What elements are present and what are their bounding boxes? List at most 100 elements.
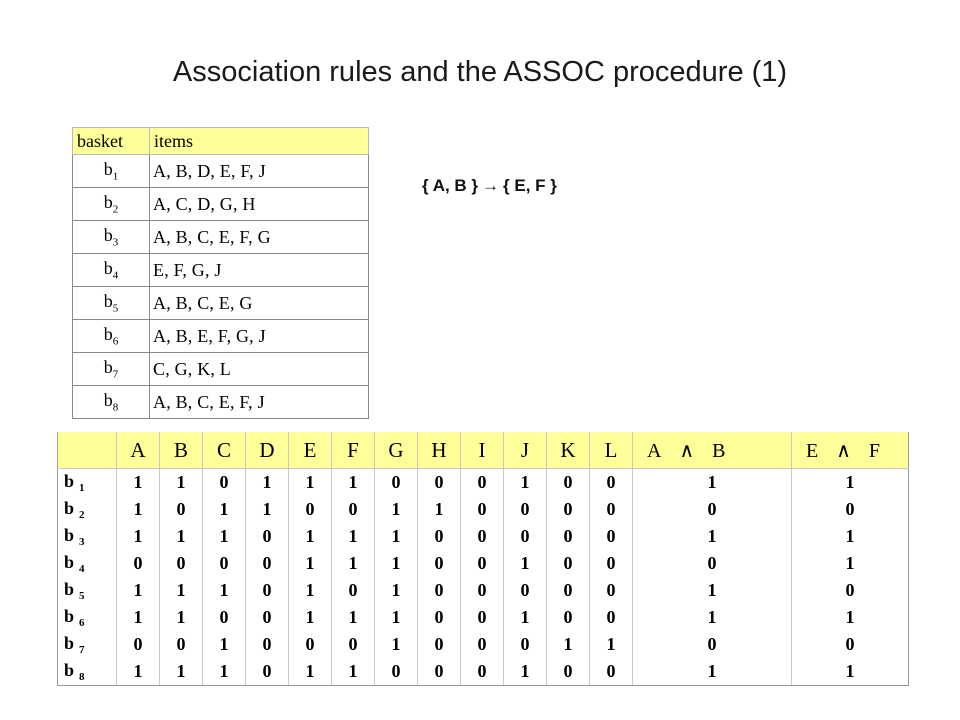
matrix-cell: 0 xyxy=(503,631,547,658)
matrix-cell: 0 xyxy=(460,550,504,577)
basket-index: 3 xyxy=(112,236,119,249)
a-and-b-cell: 1 xyxy=(632,604,792,631)
basket-items: E, F, G, J xyxy=(149,253,369,287)
basket-items: A, B, C, E, G xyxy=(149,286,369,320)
basket-name: b5 xyxy=(72,286,150,320)
matrix-cell: 0 xyxy=(245,523,289,550)
matrix-cell: 1 xyxy=(503,550,547,577)
pair-left: E xyxy=(806,439,819,462)
matrix-cell: 1 xyxy=(374,523,418,550)
a-and-b-cell: 1 xyxy=(632,658,792,686)
matrix-cell: 1 xyxy=(116,604,160,631)
matrix-cell: 1 xyxy=(331,550,375,577)
item-header: E xyxy=(288,432,332,469)
row-index: 2 xyxy=(79,509,85,522)
matrix-cell: 0 xyxy=(159,550,203,577)
basket-items: A, B, C, E, F, G xyxy=(149,220,369,254)
item-header: J xyxy=(503,432,547,469)
matrix-cell: 0 xyxy=(417,550,461,577)
matrix-cell: 0 xyxy=(245,577,289,604)
matrix-cell: 1 xyxy=(503,468,547,496)
rule-consequent: { E, F } xyxy=(503,176,557,195)
basket-letter: b xyxy=(103,324,113,345)
e-and-f-cell: 0 xyxy=(791,496,909,523)
matrix-cell: 0 xyxy=(460,631,504,658)
matrix-cell: 1 xyxy=(331,468,375,496)
matrix-cell: 0 xyxy=(245,631,289,658)
matrix-cell: 0 xyxy=(546,523,590,550)
matrix-cell: 1 xyxy=(159,604,203,631)
matrix-cell: 0 xyxy=(202,604,246,631)
basket-index: 7 xyxy=(112,368,119,381)
item-header: I xyxy=(460,432,504,469)
basket-index: 5 xyxy=(112,302,119,315)
basket-letter: b xyxy=(103,390,113,411)
matrix-cell: 0 xyxy=(546,577,590,604)
matrix-cell: 0 xyxy=(417,604,461,631)
matrix-cell: 0 xyxy=(245,658,289,686)
pair-header-a-and-b: A∧B xyxy=(632,432,792,469)
row-index: 4 xyxy=(79,563,85,576)
e-and-f-cell: 1 xyxy=(791,523,909,550)
matrix-cell: 0 xyxy=(589,468,633,496)
basket-name: b1 xyxy=(72,154,150,188)
matrix-cell: 0 xyxy=(460,468,504,496)
e-and-f-cell: 1 xyxy=(791,468,909,496)
matrix-cell: 0 xyxy=(503,496,547,523)
matrix-cell: 0 xyxy=(202,550,246,577)
matrix-cell: 0 xyxy=(331,496,375,523)
rule-antecedent: { A, B } xyxy=(422,176,479,195)
row-letter: b xyxy=(64,605,75,626)
matrix-cell: 1 xyxy=(288,577,332,604)
matrix-cell: 0 xyxy=(159,496,203,523)
basket-letter: b xyxy=(103,357,113,378)
matrix-cell: 0 xyxy=(417,631,461,658)
matrix-corner-cell xyxy=(57,432,117,469)
matrix-cell: 0 xyxy=(589,550,633,577)
basket-index: 2 xyxy=(112,203,119,216)
basket-letter: b xyxy=(103,258,113,279)
basket-name: b8 xyxy=(72,385,150,419)
row-letter: b xyxy=(64,578,75,599)
and-operator-icon: ∧ xyxy=(836,439,851,462)
row-letter: b xyxy=(64,659,75,680)
matrix-cell: 1 xyxy=(116,658,160,686)
matrix-cell: 0 xyxy=(589,577,633,604)
matrix-cell: 1 xyxy=(116,496,160,523)
pair-right: F xyxy=(868,439,880,462)
matrix-cell: 0 xyxy=(245,550,289,577)
matrix-cell: 1 xyxy=(374,550,418,577)
a-and-b-cell: 0 xyxy=(632,550,792,577)
matrix-cell: 0 xyxy=(503,577,547,604)
row-letter: b xyxy=(64,497,75,518)
matrix-cell: 0 xyxy=(546,658,590,686)
basket-name: b7 xyxy=(72,352,150,386)
basket-items: C, G, K, L xyxy=(149,352,369,386)
matrix-cell: 0 xyxy=(589,658,633,686)
matrix-cell: 1 xyxy=(116,577,160,604)
matrix-cell: 0 xyxy=(460,658,504,686)
row-letter: b xyxy=(64,470,75,491)
basket-letter: b xyxy=(103,192,113,213)
a-and-b-cell: 0 xyxy=(632,496,792,523)
matrix-cell: 1 xyxy=(159,468,203,496)
and-operator-icon: ∧ xyxy=(679,439,695,462)
row-index: 3 xyxy=(79,536,85,549)
matrix-cell: 0 xyxy=(374,658,418,686)
rule-arrow-icon: → xyxy=(482,176,500,195)
matrix-cell: 0 xyxy=(288,631,332,658)
matrix-cell: 0 xyxy=(159,631,203,658)
matrix-cell: 1 xyxy=(374,631,418,658)
item-header: C xyxy=(202,432,246,469)
